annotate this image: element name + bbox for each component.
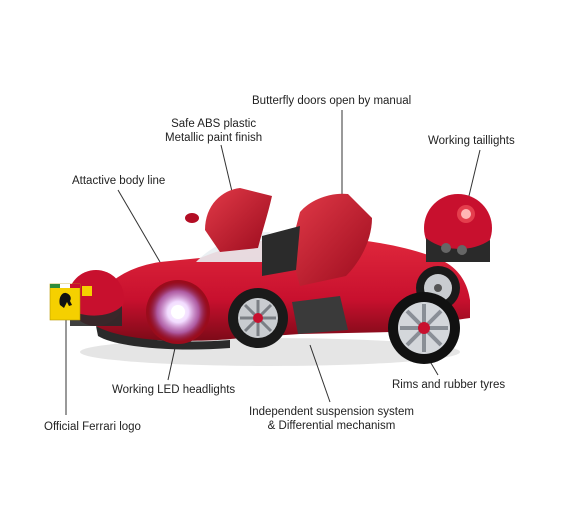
label-led-headlights: Working LED headlights — [112, 383, 235, 397]
leader-led-headlights — [167, 347, 176, 381]
cabin — [262, 226, 300, 276]
leader-body-line — [117, 189, 161, 263]
prancing-horse-icon — [59, 292, 72, 308]
label-suspension-line2: & Differential mechanism — [267, 420, 396, 432]
side-intake — [292, 296, 348, 334]
leader-taillights — [467, 149, 481, 201]
label-ferrari-logo-text: Official Ferrari logo — [44, 421, 141, 433]
label-led-headlights-text: Working LED headlights — [112, 384, 236, 396]
front-wheel — [228, 288, 288, 348]
label-butterfly-doors: Butterfly doors open by manual — [252, 94, 411, 108]
label-rims-tyres-text: Rims and rubber tyres — [392, 379, 506, 391]
right-door — [290, 193, 372, 286]
label-suspension: Independent suspension system & Differen… — [249, 405, 414, 433]
label-abs-plastic: Safe ABS plastic Metallic paint finish — [165, 117, 262, 145]
leader-suspension — [309, 344, 331, 403]
taillight-zoom — [424, 194, 492, 262]
label-rims-tyres: Rims and rubber tyres — [392, 378, 505, 392]
left-door — [205, 188, 272, 252]
front-nose-zoom — [68, 270, 124, 326]
ferrari-logo-badge — [49, 283, 81, 321]
label-ferrari-logo: Official Ferrari logo — [44, 420, 141, 434]
label-body-line: Attactive body line — [72, 174, 165, 188]
label-working-taillights-text: Working taillights — [428, 135, 515, 147]
label-abs-plastic-line2: Metallic paint finish — [165, 132, 263, 144]
side-mirror — [185, 213, 199, 223]
front-splitter — [96, 326, 230, 350]
label-body-line-text: Attactive body line — [72, 175, 166, 187]
label-suspension-line1: Independent suspension system — [249, 406, 414, 418]
label-butterfly-doors-text: Butterfly doors open by manual — [252, 95, 412, 107]
headlight-zoom — [146, 280, 210, 344]
rims-zoom — [388, 292, 460, 364]
label-abs-plastic-line1: Safe ABS plastic — [171, 118, 257, 130]
leader-lines — [65, 110, 481, 415]
label-working-taillights: Working taillights — [428, 134, 515, 148]
